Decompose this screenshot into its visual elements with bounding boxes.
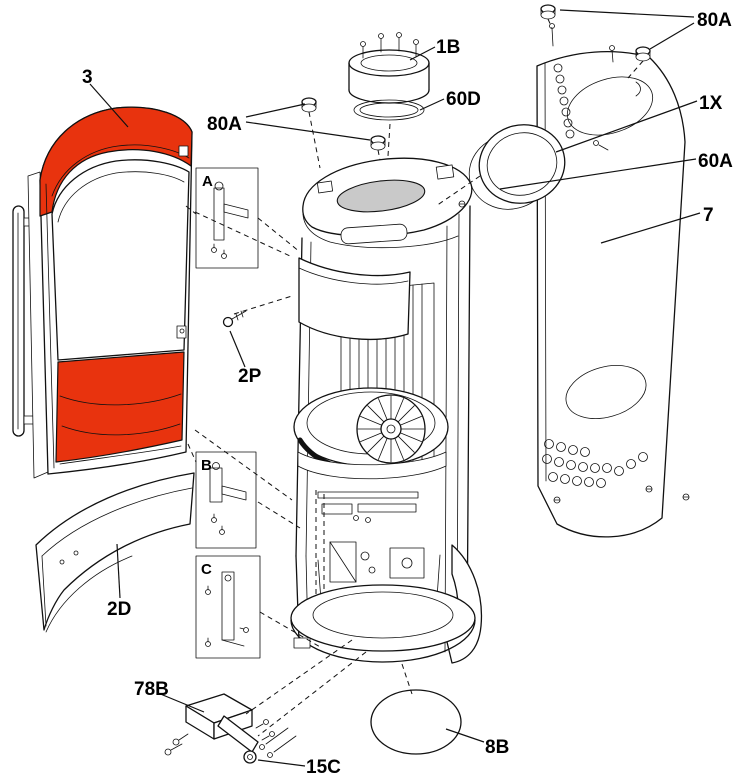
door-latch-top <box>178 145 189 157</box>
nut-15c <box>243 750 257 764</box>
flue-ring-1x <box>468 124 566 210</box>
callout-15c: 15C <box>306 757 341 778</box>
burn-pot-bowl <box>293 387 449 480</box>
leader-lines <box>89 9 701 767</box>
panel-hole-grid <box>542 439 648 488</box>
upper-front-band <box>298 257 411 341</box>
ring-screw <box>593 140 609 151</box>
side-panel-7 <box>536 51 690 538</box>
callout-labels: 80A 1B 3 60D 80A 1X 60A 7 A 2P B C 2D 78… <box>82 10 733 778</box>
door-latch-mid <box>176 325 187 339</box>
callout-8b: 8B <box>485 737 509 758</box>
front-panel-2d <box>35 472 195 633</box>
callout-7: 7 <box>703 205 714 226</box>
stove-body <box>290 157 483 664</box>
bracket-78b <box>164 693 297 764</box>
callout-1b: 1B <box>436 37 460 58</box>
detail-letter-c: C <box>201 561 212 578</box>
callout-60d: 60D <box>446 89 481 110</box>
collar-screws <box>360 32 419 59</box>
callout-3: 3 <box>82 67 93 88</box>
door-top-gasket-red <box>39 106 193 217</box>
cap-80a-3 <box>540 4 556 47</box>
panel-screws <box>553 485 690 504</box>
detail-letter-a: A <box>202 173 213 190</box>
detail-box-b <box>195 451 257 549</box>
alignment-dashes <box>185 18 644 737</box>
door-bottom-gasket-red <box>55 351 185 463</box>
callout-1x: 1X <box>699 93 723 114</box>
cap-80a-1 <box>301 97 317 113</box>
callout-60a: 60A <box>698 151 733 172</box>
door-handle <box>12 205 37 437</box>
cap-80a-4 <box>609 45 651 63</box>
callout-2d: 2D <box>107 599 131 620</box>
panel-hook <box>635 81 641 97</box>
callout-80a-top-right: 80A <box>697 10 732 31</box>
top-plate <box>302 157 473 249</box>
cap-80a-2 <box>370 135 386 151</box>
detail-letter-b: B <box>201 457 212 474</box>
pedestal-base <box>290 544 483 664</box>
callout-2p: 2P <box>238 366 262 387</box>
callout-80a-left: 80A <box>207 114 242 135</box>
panel-hole-column <box>553 63 575 139</box>
detail-box-c <box>195 555 261 659</box>
gasket-60d <box>353 99 425 121</box>
callout-78b: 78B <box>134 679 169 700</box>
door-assembly <box>12 106 193 479</box>
detail-box-a <box>195 167 259 269</box>
flue-collar-1b <box>348 32 430 104</box>
bolt-2p <box>222 310 247 328</box>
fan-disc <box>356 394 426 464</box>
base-disc-8b <box>370 689 462 755</box>
door-glass <box>51 159 190 361</box>
